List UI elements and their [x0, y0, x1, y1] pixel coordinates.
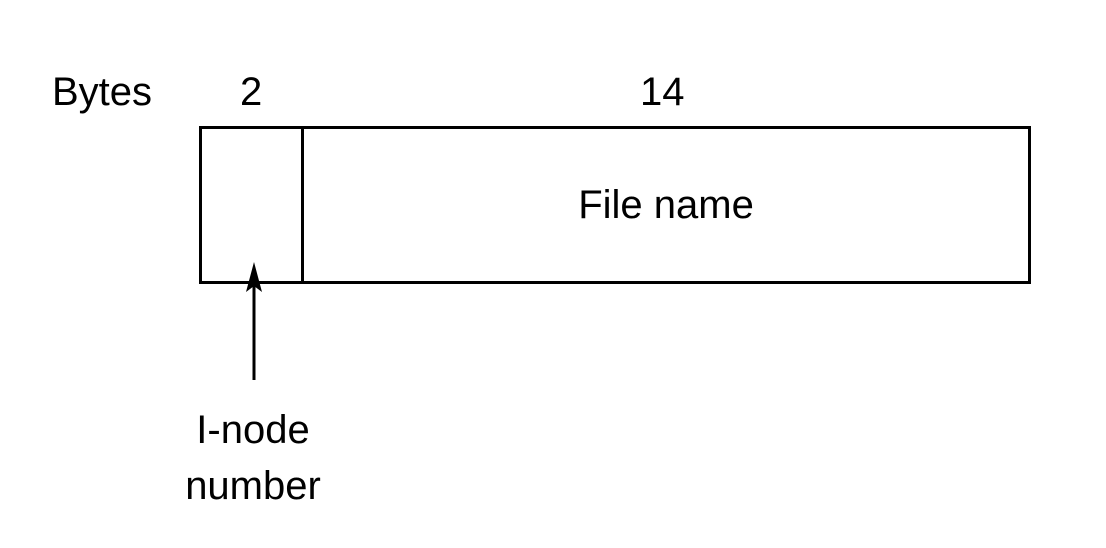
arrow-head	[246, 262, 262, 292]
caption-line-2: number	[185, 464, 321, 508]
bytes-label: Bytes	[52, 70, 153, 114]
inode-field	[202, 129, 304, 281]
inode-number-caption: I-node number	[148, 402, 358, 514]
inode-size-label: 2	[240, 70, 263, 114]
filename-size-label: 14	[640, 70, 685, 114]
directory-entry-box: File name	[199, 126, 1031, 284]
filename-field-label: File name	[578, 183, 754, 227]
caption-line-1: I-node	[196, 408, 310, 452]
inode-pointer-arrow	[246, 262, 262, 380]
filename-field: File name	[304, 129, 1028, 281]
